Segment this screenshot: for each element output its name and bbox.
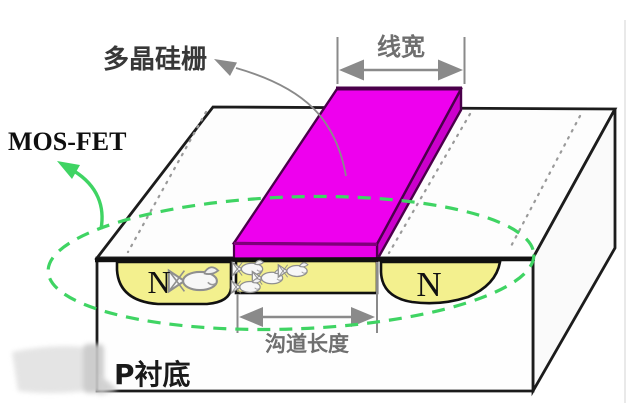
substrate-surface-edge	[94, 256, 536, 263]
mosfet-pointer-arrow	[57, 161, 104, 230]
polysilicon-gate	[231, 86, 464, 265]
substrate-label: P衬底	[114, 358, 191, 391]
arrowhead-left-icon	[339, 59, 364, 81]
gate-label: 多晶硅栅	[103, 44, 207, 75]
gate-pointer-arrow	[214, 59, 347, 177]
arrowhead-icon	[57, 161, 80, 179]
n-region-right	[379, 260, 502, 305]
line-width-label: 线宽	[377, 33, 425, 61]
active-area-ellipse-icon	[46, 194, 536, 332]
arrowhead-right-icon	[438, 59, 463, 81]
arrowhead-left-icon	[239, 307, 263, 327]
n-drain-label: N	[416, 265, 441, 304]
line-width-dimension	[336, 37, 466, 84]
n-source-label: N	[147, 264, 170, 300]
arrowhead-icon	[214, 59, 237, 76]
mosfet-label: MOS-FET	[8, 127, 126, 156]
channel-length-label: 沟道长度	[265, 332, 349, 356]
gate-front-top-edge	[233, 242, 378, 246]
arrowhead-right-icon	[351, 307, 375, 327]
hidden-boundary-dotted-lines	[126, 110, 582, 255]
watermark-smudge	[12, 344, 118, 395]
